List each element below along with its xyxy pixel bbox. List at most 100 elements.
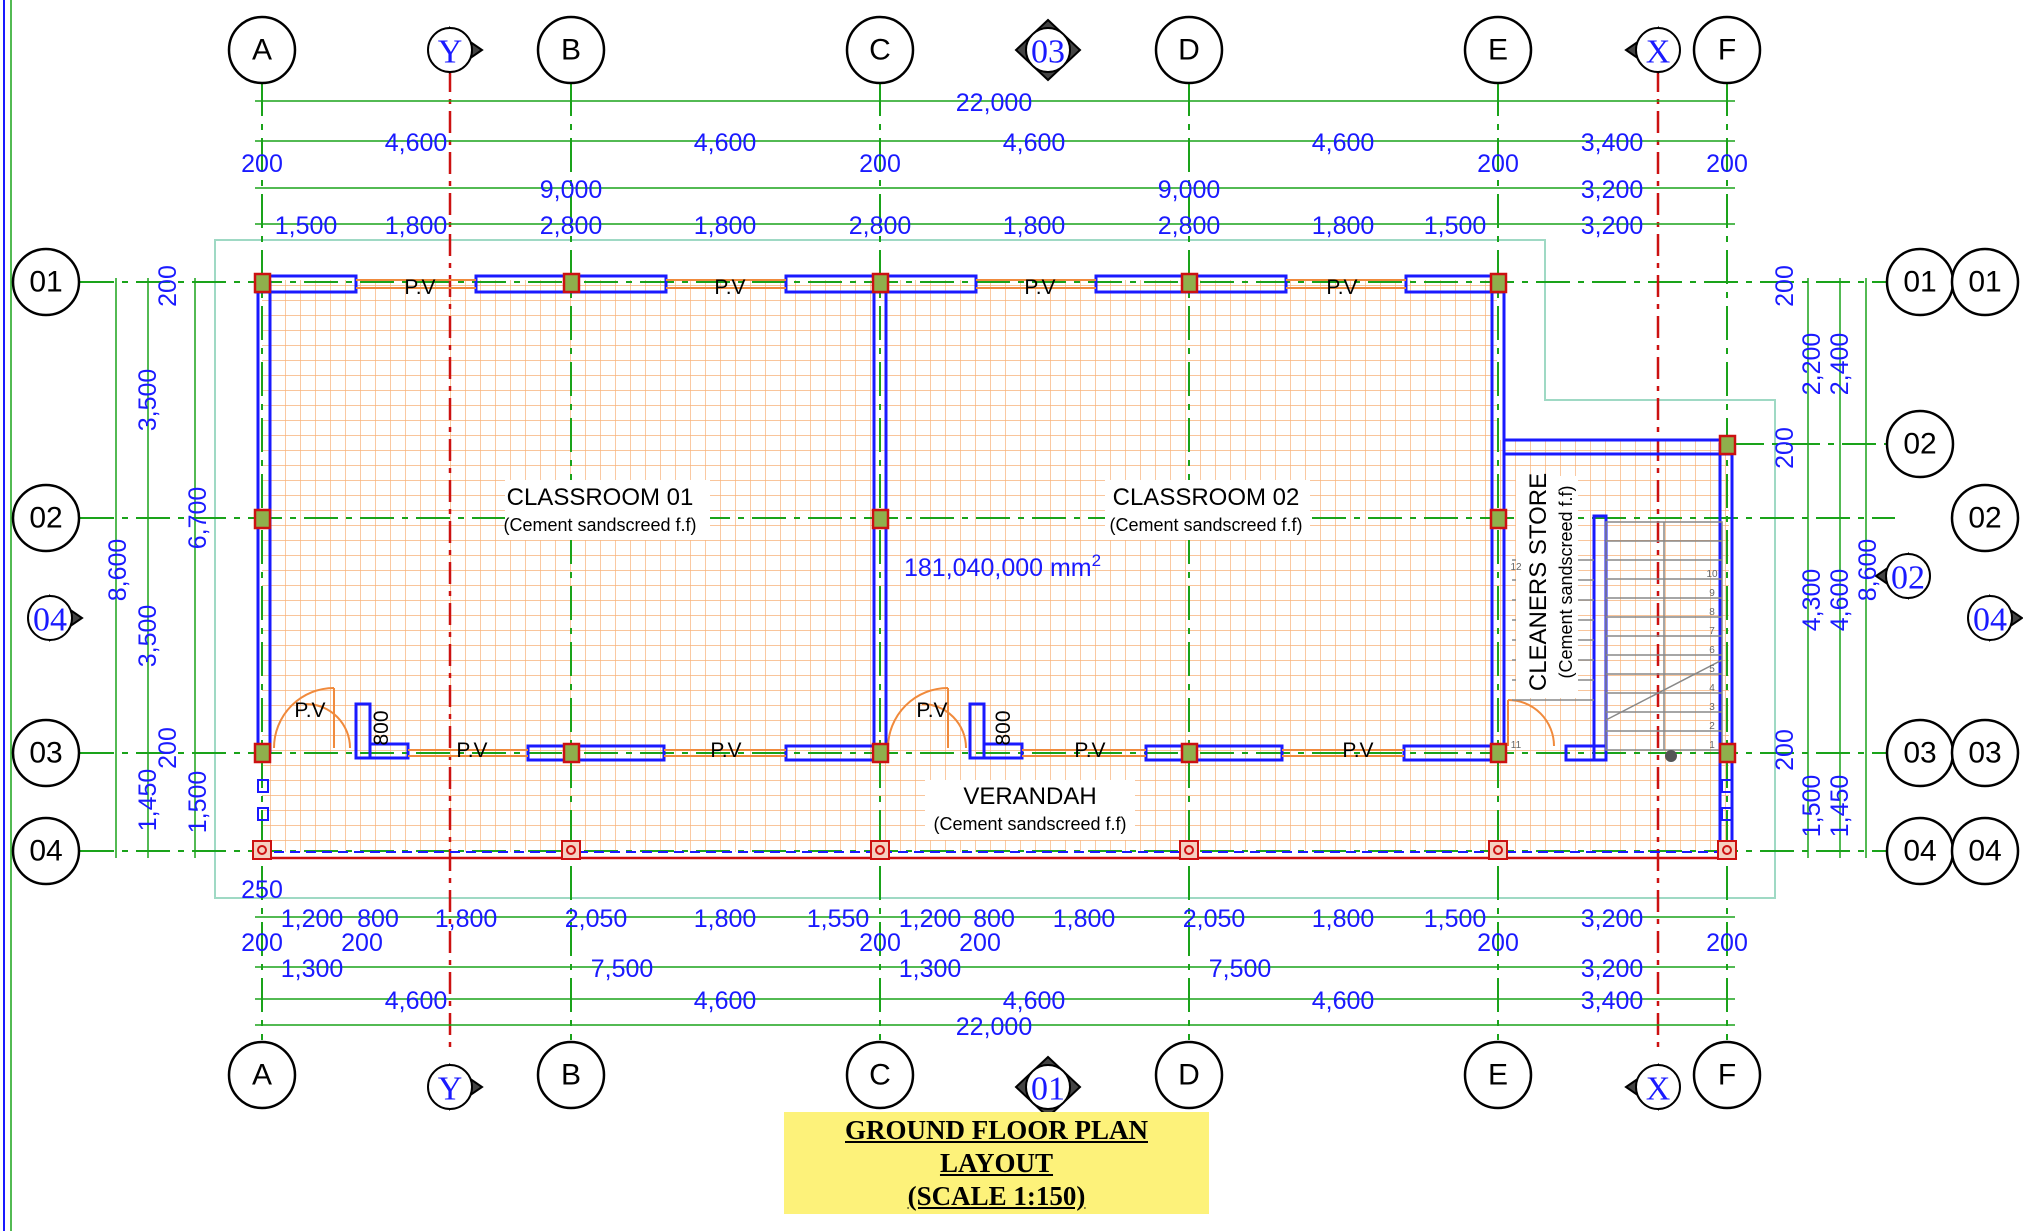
- stair-step-11: 11: [1511, 740, 1522, 751]
- dim-right-bottom-col: 200: [1771, 729, 1799, 771]
- dim-right-lower-b: 4,600: [1826, 569, 1854, 632]
- stair-step-1: 1: [1709, 740, 1715, 751]
- room-finish-verandah: (Cement sandscreed f.f): [933, 814, 1126, 834]
- dim-bottom-col-6: 200: [1706, 929, 1748, 957]
- window-label-2: P.V: [714, 276, 745, 299]
- dim-top-bay-4: 4,600: [1312, 129, 1375, 157]
- window-label-6: P.V: [916, 699, 947, 722]
- dim-bottom-opening-6: 1,550: [807, 905, 870, 933]
- dim-bottom-overall: 22,000: [956, 1013, 1032, 1041]
- dim-bottom-opening-5: 1,800: [694, 905, 757, 933]
- section-label-x-bottom: X: [1646, 1071, 1671, 1108]
- grid-label-01-far-right: 01: [1968, 266, 2001, 299]
- dim-left-col-mid: 200: [154, 727, 182, 769]
- dim-top-opening-8: 1,800: [1312, 212, 1375, 240]
- sheet-border: [3, 0, 12, 1231]
- dim-right-lower-a: 4,300: [1798, 569, 1826, 632]
- structural-columns: [253, 272, 1737, 764]
- grid-label-f-top: F: [1718, 34, 1736, 67]
- dim-top-half-1: 9,000: [540, 176, 603, 204]
- stair-step-8: 8: [1709, 607, 1715, 618]
- area-label: 181,040,000 mm2: [904, 551, 1101, 582]
- doors: [273, 687, 1555, 749]
- grid-label-04-right: 04: [1903, 835, 1936, 868]
- dim-bottom-opening-8: 800: [973, 905, 1015, 933]
- elevation-label-right: 04: [1973, 602, 2007, 639]
- dim-bottom-opening-11: 1,800: [1312, 905, 1375, 933]
- window-label-8: P.V: [710, 739, 741, 762]
- grid-label-b-top: B: [561, 34, 581, 67]
- dim-right-bottom-b: 1,450: [1826, 775, 1854, 838]
- verandah-posts: [252, 840, 1737, 860]
- room-finish-store: (Cement sandscreed f.f): [1556, 485, 1576, 678]
- grid-label-02-far-right: 02: [1968, 502, 2001, 535]
- dim-left-seg-2: 3,500: [134, 605, 162, 668]
- dim-bottom-opening-13: 3,200: [1581, 905, 1644, 933]
- dim-top-half-2: 9,000: [1158, 176, 1221, 204]
- section-marker-shapes: [27, 18, 2023, 1119]
- dim-top-opening-4: 1,800: [694, 212, 757, 240]
- stair-step-12: 12: [1510, 562, 1522, 573]
- dim-bottom-opening-1: 1,200: [281, 905, 344, 933]
- dim-right-bottom-a: 1,500: [1798, 775, 1826, 838]
- dim-right-total: 8,600: [1854, 539, 1882, 602]
- dim-top-col-3: 200: [1477, 150, 1519, 178]
- dim-left-bottom-b: 1,450: [134, 769, 162, 832]
- section-label-x-top: X: [1646, 34, 1671, 71]
- stair-step-2: 2: [1709, 721, 1715, 732]
- section-label-y-bottom: Y: [438, 1071, 463, 1108]
- grid-bubbles: [11, 15, 2020, 1110]
- dim-right-upper-a: 2,200: [1798, 333, 1826, 396]
- window-label-5: P.V: [294, 699, 325, 722]
- dim-bottom-bay-1: 4,600: [385, 987, 448, 1015]
- dim-top-bay-2: 4,600: [694, 129, 757, 157]
- stair-step-4: 4: [1709, 683, 1715, 694]
- dim-bottom-col-3: 200: [859, 929, 901, 957]
- dim-bottom-col-2: 200: [341, 929, 383, 957]
- grid-label-c-top: C: [869, 34, 891, 67]
- room-name-store: CLEANERS STORE: [1525, 473, 1552, 691]
- room-name-classroom-2: CLASSROOM 02: [1113, 484, 1300, 511]
- dim-left-col-top: 200: [154, 265, 182, 307]
- dim-left-bottom-a: 1,500: [184, 771, 212, 834]
- window-label-1: P.V: [404, 276, 435, 299]
- grid-label-03-far-right: 03: [1968, 737, 2001, 770]
- dim-left-total-b: 8,600: [104, 539, 132, 602]
- window-label-10: P.V: [1342, 739, 1373, 762]
- dim-bottom-edge: 250: [241, 876, 283, 904]
- grid-label-01-left: 01: [29, 266, 62, 299]
- drawing-title-line-2: LAYOUT: [939, 1147, 1054, 1178]
- stair-post: [1665, 750, 1677, 762]
- door-width-1: 800: [370, 710, 393, 745]
- dim-top-bay-3: 4,600: [1003, 129, 1066, 157]
- room-name-verandah: VERANDAH: [963, 783, 1096, 810]
- stair-step-5: 5: [1709, 664, 1715, 675]
- dim-top-opening-6: 1,800: [1003, 212, 1066, 240]
- grid-label-a-top: A: [252, 34, 272, 67]
- dim-bottom-opening-2: 800: [357, 905, 399, 933]
- dim-bottom-half-5: 3,200: [1581, 955, 1644, 983]
- drawing-title-line-1: GROUND FLOOR PLAN: [845, 1114, 1148, 1145]
- window-label-4: P.V: [1326, 276, 1357, 299]
- dim-bottom-opening-12: 1,500: [1424, 905, 1487, 933]
- grid-label-c-bottom: C: [869, 1059, 891, 1092]
- room-name-classroom-1: CLASSROOM 01: [507, 484, 694, 511]
- room-finish-classroom-2: (Cement sandscreed f.f): [1109, 515, 1302, 535]
- dim-top-col-4: 200: [1706, 150, 1748, 178]
- grid-label-04-far-right: 04: [1968, 835, 2001, 868]
- room-finish-classroom-1: (Cement sandscreed f.f): [503, 515, 696, 535]
- dim-top-opening-7: 2,800: [1158, 212, 1221, 240]
- dim-bottom-half-4: 7,500: [1209, 955, 1272, 983]
- dim-top-opening-3: 2,800: [540, 212, 603, 240]
- grid-label-d-top: D: [1178, 34, 1200, 67]
- dim-bottom-bay-3: 4,600: [1003, 987, 1066, 1015]
- grid-label-a-bottom: A: [252, 1059, 272, 1092]
- elevation-label-top: 03: [1031, 34, 1065, 71]
- grid-label-b-bottom: B: [561, 1059, 581, 1092]
- dim-top-opening-9: 1,500: [1424, 212, 1487, 240]
- dim-top-opening-2: 1,800: [385, 212, 448, 240]
- dim-left-seg-1: 3,500: [134, 369, 162, 432]
- dim-bottom-col-1: 200: [241, 929, 283, 957]
- stair-step-7: 7: [1709, 626, 1715, 637]
- window-label-7: P.V: [456, 739, 487, 762]
